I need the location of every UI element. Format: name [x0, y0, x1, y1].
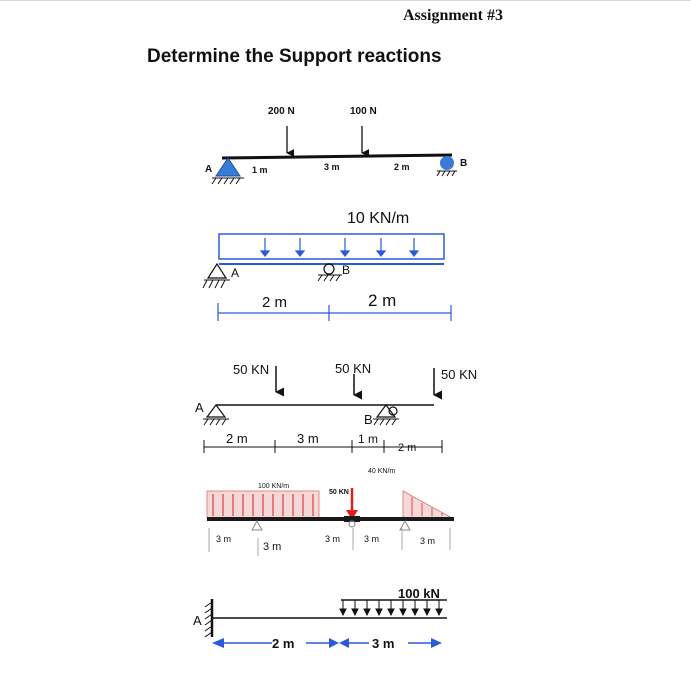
pin-support-a	[206, 262, 228, 279]
top-border	[0, 0, 691, 1]
label-b: B	[342, 263, 350, 277]
label-a: A	[193, 613, 202, 628]
udl-arrows	[212, 494, 314, 516]
pin-support-a	[215, 157, 241, 177]
problem-5: A 100 kN 2 m 3 m	[193, 586, 447, 651]
load-100n-label: 100 N	[350, 106, 377, 117]
dim-1m: 1 m	[358, 432, 378, 446]
point-load-label: 50 KN	[329, 489, 349, 496]
dim-c: 3 m	[325, 534, 340, 544]
ground-hatch-a	[211, 177, 241, 185]
label-a: A	[231, 266, 239, 280]
support-1	[251, 519, 263, 531]
udl-label: 10 KN/m	[347, 210, 409, 227]
dim-arrow-left	[212, 638, 224, 648]
udl-block	[218, 233, 445, 260]
pin-support-b	[375, 404, 397, 418]
udl-label: 100 KN/m	[258, 483, 289, 490]
page-title: Determine the Support reactions	[147, 46, 442, 67]
support-hinge	[348, 520, 356, 528]
problem-2: 10 KN/m A B 2 m 2 m	[202, 210, 452, 321]
dim-2m: 2 m	[394, 162, 410, 172]
problem-3: 50 KN 50 KN 50 KN A B 2 m 3 m 1 m 2 m	[195, 361, 477, 454]
wall-hatch	[204, 601, 213, 638]
beam-1	[221, 153, 453, 160]
problem-4: 100 KN/m 50 KN 40 KN/m 3 m 3 m 3 m 3 m 3…	[206, 468, 454, 556]
dim-2m: 2 m	[226, 431, 248, 446]
pin-support-a	[205, 404, 227, 418]
roller-support-b	[440, 156, 454, 170]
dim-1m: 1 m	[252, 165, 268, 175]
label-b: B	[460, 158, 467, 169]
load-3-label: 50 KN	[441, 367, 477, 382]
label-a: A	[205, 164, 212, 175]
dim-a: 3 m	[216, 534, 231, 544]
dim-2m: 2 m	[272, 636, 294, 651]
label-a: A	[195, 400, 204, 415]
udl-arrows	[339, 600, 443, 617]
udl-label: 100 kN	[398, 586, 440, 601]
triangular-load-label: 40 KN/m	[368, 468, 395, 475]
support-2	[399, 519, 411, 531]
dim-3m: 3 m	[324, 162, 340, 172]
udl-arrows	[259, 238, 420, 257]
dim-d: 3 m	[364, 534, 379, 544]
dim-e: 3 m	[420, 536, 435, 546]
load-200n-label: 200 N	[268, 106, 295, 117]
beam-4	[207, 517, 454, 521]
dim-2m-left: 2 m	[262, 294, 287, 311]
label-b: B	[364, 412, 373, 427]
load-2-label: 50 KN	[335, 361, 371, 376]
assignment-heading: Assignment #3	[403, 7, 504, 24]
roller-support-b	[323, 263, 335, 275]
load-1-label: 50 KN	[233, 362, 269, 377]
dim-3m: 3 m	[372, 636, 394, 651]
triangular-load	[402, 490, 453, 519]
dim-2m-right: 2 m	[368, 291, 396, 310]
dim-b: 3 m	[263, 541, 281, 553]
dim-arrow-right	[431, 638, 442, 648]
dim-2m-right: 2 m	[398, 442, 416, 454]
problem-1: 200 N 100 N A B 1 m 3 m 2 m	[205, 106, 467, 185]
dim-3m: 3 m	[297, 431, 319, 446]
